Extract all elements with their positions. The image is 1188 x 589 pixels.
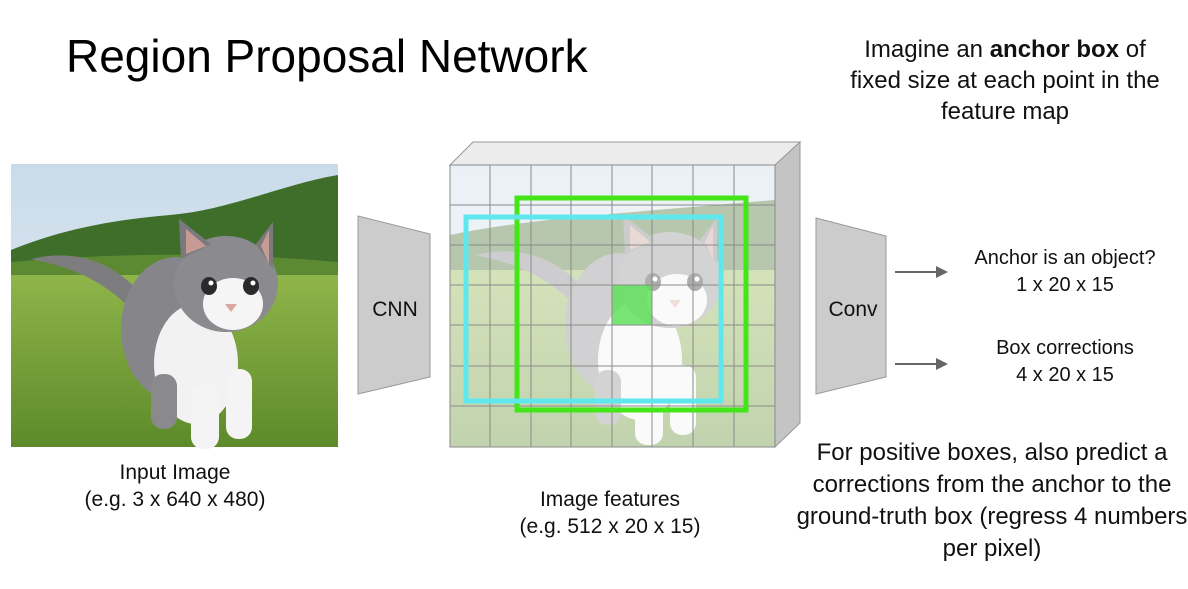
- box-corrections-line2: 4 x 20 x 15: [1016, 364, 1114, 386]
- cnn-label: CNN: [372, 298, 418, 321]
- conv-label: Conv: [828, 298, 878, 321]
- object-arrow: [895, 266, 948, 278]
- anchor-note-text-1: Imagine an: [864, 36, 990, 63]
- conv-block: [815, 217, 887, 395]
- input-caption-line2: (e.g. 3 x 640 x 480): [84, 488, 266, 511]
- input-image-caption: Input Image (e.g. 3 x 640 x 480): [60, 459, 290, 513]
- anchor-box-note: Imagine an anchor box of fixed size at e…: [840, 34, 1170, 127]
- input-caption-line1: Input Image: [119, 461, 231, 484]
- features-caption-line1: Image features: [539, 488, 681, 511]
- feature-map-top: [448, 141, 802, 166]
- output-box-corrections: Box corrections 4 x 20 x 15: [945, 335, 1185, 389]
- objectness-line2: 1 x 20 x 15: [1016, 274, 1114, 296]
- output-objectness: Anchor is an object? 1 x 20 x 15: [945, 245, 1185, 299]
- box-arrow: [895, 358, 948, 370]
- feature-map-side: [774, 140, 801, 449]
- features-caption: Image features (e.g. 512 x 20 x 15): [490, 486, 730, 540]
- feature-map: [448, 140, 802, 449]
- positive-boxes-note: For positive boxes, also predict a corre…: [796, 439, 1188, 562]
- box-corrections-line1: Box corrections: [996, 337, 1134, 359]
- anchor-box: [463, 214, 724, 404]
- ground-truth-box: [514, 195, 749, 413]
- cnn-block: [357, 215, 431, 395]
- anchor-cell: [612, 285, 652, 325]
- input-image: [11, 164, 338, 449]
- objectness-line1: Anchor is an object?: [974, 247, 1156, 269]
- anchor-note-text-2: of fixed size at each point in the featu…: [850, 36, 1160, 125]
- features-caption-line2: (e.g. 512 x 20 x 15): [519, 515, 701, 538]
- page-title: Region Proposal Network: [66, 30, 588, 82]
- anchor-note-bold: anchor box: [989, 36, 1120, 63]
